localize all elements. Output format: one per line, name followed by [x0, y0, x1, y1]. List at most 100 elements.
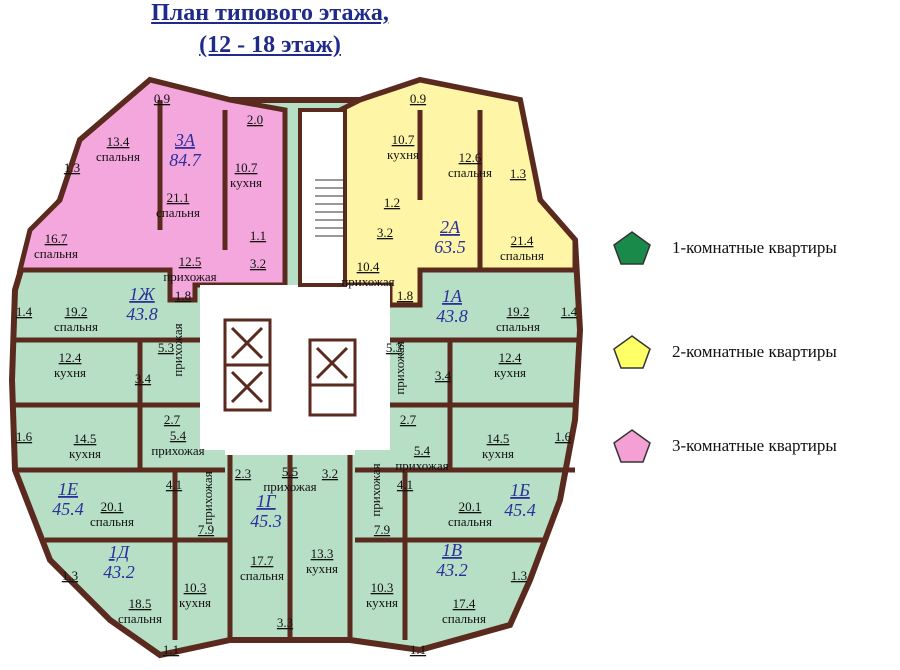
room-label: 7.9 — [374, 522, 390, 537]
room-area: 5.4 — [170, 428, 187, 443]
room-label: 5.3 — [158, 340, 174, 355]
room-area: 1.8 — [175, 288, 191, 303]
room-name: кухня — [69, 446, 101, 461]
room-area: 1.3 — [64, 160, 80, 175]
room-area: 10.7 — [235, 160, 258, 175]
apartment-area: 43.2 — [436, 560, 468, 580]
room-name: спальня — [54, 319, 98, 334]
room-name: спальня — [496, 319, 540, 334]
room-area: 2.3 — [235, 466, 251, 481]
pentagon-icon — [613, 429, 651, 463]
room-area: 1.1 — [163, 642, 179, 657]
legend-item-one-room: 1-комнатные квартиры — [612, 230, 837, 266]
corridor-label: прихожая — [170, 323, 185, 376]
room-label: 2.3 — [235, 466, 251, 481]
room-label: 1.6 — [16, 429, 33, 444]
room-name: спальня — [448, 514, 492, 529]
room-area: 13.3 — [311, 546, 334, 561]
room-area: 3.4 — [435, 368, 452, 383]
room-name: кухня — [54, 365, 86, 380]
room-area: 17.4 — [453, 596, 476, 611]
apartment-area: 84.7 — [169, 150, 202, 170]
room-area: 12.5 — [179, 254, 202, 269]
apartment-code: 1В — [442, 540, 462, 560]
room-area: 3.3 — [277, 615, 293, 630]
room-area: 0.9 — [154, 91, 170, 106]
room-area: 10.3 — [371, 580, 394, 595]
room-area: 19.2 — [65, 304, 88, 319]
room-area: 14.5 — [487, 431, 510, 446]
room-area: 13.4 — [107, 134, 130, 149]
stair-lines — [315, 179, 345, 237]
room-label: 1.2 — [384, 195, 400, 210]
room-area: 7.9 — [198, 522, 214, 537]
room-area: 1.8 — [397, 288, 413, 303]
room-label: 1.8 — [175, 288, 191, 303]
apartment-code: 3А — [174, 130, 196, 150]
room-name: кухня — [366, 595, 398, 610]
room-label: 1.3 — [62, 568, 78, 583]
room-label: 1.8 — [397, 288, 413, 303]
room-area: 7.9 — [374, 522, 390, 537]
room-name: прихожая — [263, 479, 316, 494]
room-label: 3.2 — [322, 466, 338, 481]
room-area: 1.6 — [555, 429, 572, 444]
room-name: кухня — [387, 147, 419, 162]
room-label: 1.4 — [16, 304, 33, 319]
apartment-area: 45.4 — [52, 499, 84, 519]
room-area: 1.1 — [410, 642, 426, 657]
zone-three-room — [16, 77, 288, 303]
legend-label: 3-комнатные квартиры — [672, 436, 837, 455]
room-label: 1.1 — [163, 642, 179, 657]
room-name: спальня — [448, 165, 492, 180]
room-area: 1.2 — [384, 195, 400, 210]
room-area: 4.1 — [166, 477, 182, 492]
apartment-code: 1Г — [256, 491, 276, 511]
room-name: кухня — [179, 595, 211, 610]
room-label: 2.7 — [400, 412, 417, 427]
room-area: 4.1 — [397, 477, 413, 492]
room-label: 1.4 — [561, 304, 578, 319]
room-area: 1.3 — [510, 166, 526, 181]
room-area: 21.4 — [511, 233, 534, 248]
room-area: 5.4 — [414, 443, 431, 458]
room-area: 3.2 — [377, 225, 393, 240]
room-name: спальня — [118, 611, 162, 626]
room-area: 1.4 — [16, 304, 33, 319]
room-area: 17.7 — [251, 553, 274, 568]
legend-label: 2-комнатные квартиры — [672, 342, 837, 361]
room-label: 2.0 — [247, 112, 263, 127]
room-label: 3.4 — [135, 371, 152, 386]
room-name: кухня — [230, 175, 262, 190]
room-area: 1.3 — [511, 568, 527, 583]
room-label: 0.9 — [410, 91, 426, 106]
room-name: спальня — [90, 514, 134, 529]
apartment-area: 43.8 — [126, 304, 158, 324]
corridor-label: прихожая — [368, 463, 383, 516]
room-label: 4.1 — [397, 477, 413, 492]
room-area: 1.6 — [16, 429, 33, 444]
apartment-code: 1Д — [109, 542, 131, 562]
room-area: 10.7 — [392, 132, 415, 147]
